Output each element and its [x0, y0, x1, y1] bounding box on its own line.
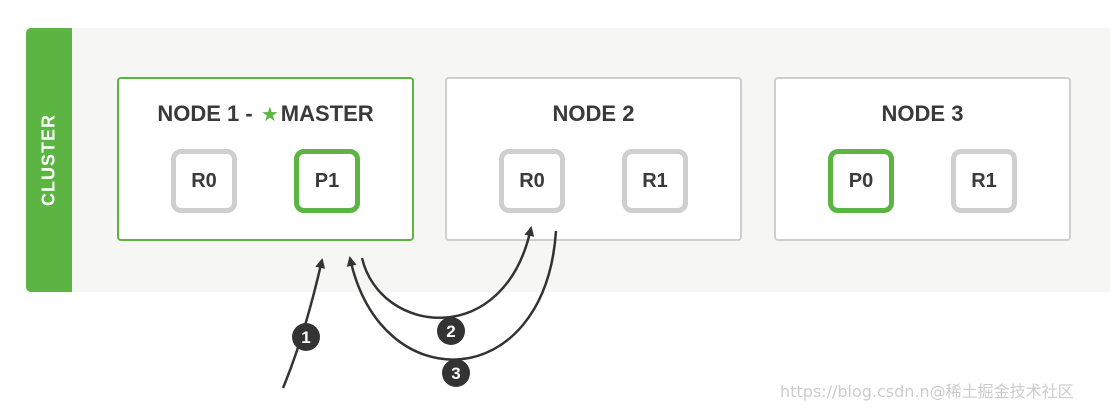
node-title: NODE 1 - ★MASTER [119, 101, 412, 127]
shard-r0: R0 [499, 149, 565, 213]
node-title: NODE 3 [881, 101, 964, 126]
node-title: NODE 2 [552, 101, 635, 126]
svg-text:1: 1 [301, 328, 310, 347]
step-badge-3: 3 [442, 359, 470, 387]
step-badge-2: 2 [437, 317, 465, 345]
arrow-step-3 [346, 230, 558, 361]
node-1: NODE 1 - ★MASTER R0 P1 [117, 77, 414, 241]
shard-p1: P1 [294, 149, 360, 213]
shard-r1: R1 [951, 149, 1017, 213]
shard-r1: R1 [622, 149, 688, 213]
star-icon: ★ [260, 104, 279, 126]
shard-r0: R0 [171, 149, 237, 213]
arrow-step-2 [360, 226, 535, 319]
node-3: NODE 3 P0 R1 [774, 77, 1071, 241]
master-label: MASTER [280, 101, 374, 126]
cluster-bar [26, 28, 72, 292]
svg-text:2: 2 [446, 322, 455, 341]
node-2: NODE 2 R0 R1 [445, 77, 742, 241]
shard-p0: P0 [828, 149, 894, 213]
svg-text:3: 3 [451, 364, 460, 383]
watermark: https://blog.csdn.n@稀土掘金技术社区 [780, 382, 1074, 401]
node-title-text: NODE 1 - [157, 101, 259, 126]
step-badge-1: 1 [292, 323, 320, 351]
